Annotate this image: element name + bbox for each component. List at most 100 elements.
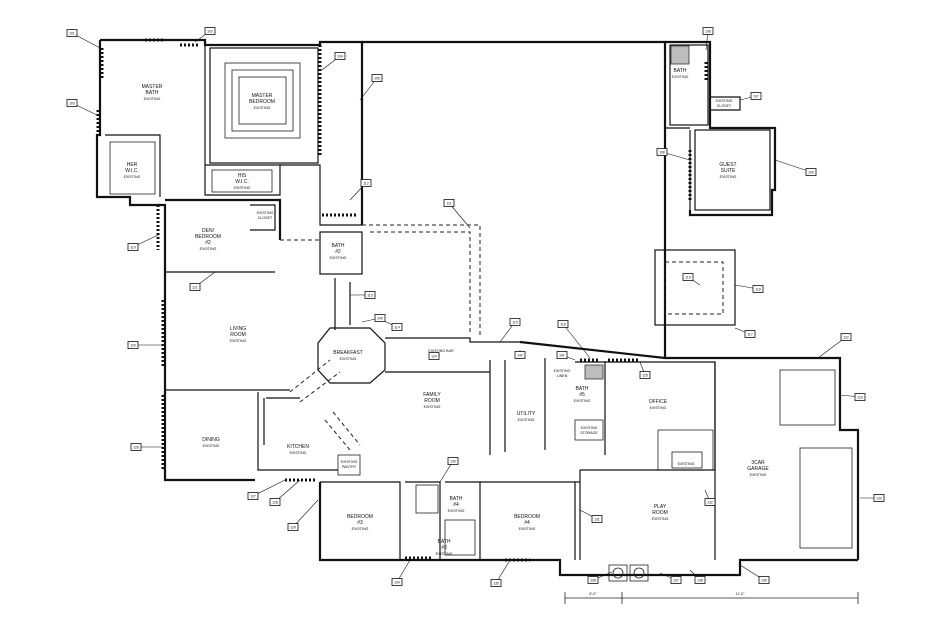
svg-text:MASTER: MASTER xyxy=(252,93,273,99)
callout-tag: 116 xyxy=(557,320,569,328)
svg-text:#5: #5 xyxy=(579,392,585,398)
svg-text:BEDROOM: BEDROOM xyxy=(514,514,540,520)
callout-tag: 132 xyxy=(704,498,716,506)
svg-text:BATH: BATH xyxy=(450,496,463,502)
svg-text:EXISTING: EXISTING xyxy=(650,406,667,410)
callout-tag: 124 xyxy=(428,352,440,360)
callout-tag-label: 116 xyxy=(560,322,566,326)
svg-text:OFFICE: OFFICE xyxy=(649,399,668,405)
svg-text:GARAGE: GARAGE xyxy=(747,466,769,472)
callout-tag-label: 118 xyxy=(755,287,761,291)
svg-text:EXISTING: EXISTING xyxy=(200,247,217,251)
callout-tag-label: 106 xyxy=(705,29,711,33)
callout-tag-label: 136 xyxy=(590,578,596,582)
svg-text:EXISTING: EXISTING xyxy=(124,175,141,179)
callout-tag-label: 101 xyxy=(69,31,75,35)
callout-tag-label: 124 xyxy=(431,354,437,358)
callout-tag: 141 xyxy=(556,351,568,359)
callout-tag-label: 113 xyxy=(367,293,373,297)
callout-tag: 127 xyxy=(247,492,259,500)
callout-tag-label: 141 xyxy=(559,353,565,357)
callout-tag: 108 xyxy=(656,148,668,156)
svg-text:3CAR: 3CAR xyxy=(751,460,765,466)
svg-text:CLOSET: CLOSET xyxy=(717,104,732,108)
label-existing-bar: EXISTING BAR xyxy=(428,349,454,353)
svg-text:EXISTING: EXISTING xyxy=(257,211,274,215)
callout-tag: 122 xyxy=(840,333,852,341)
callout-tag: 134 xyxy=(391,578,403,586)
callout-tag: 123 xyxy=(854,393,866,401)
callout-tag-label: 103 xyxy=(69,101,75,105)
callout-tag: 138 xyxy=(694,576,706,584)
callout-tag: 131 xyxy=(591,515,603,523)
callout-tag: 113 xyxy=(364,291,376,299)
svg-text:GUEST: GUEST xyxy=(719,162,736,168)
callout-leader xyxy=(562,323,591,359)
callout-tag-label: 131 xyxy=(594,517,600,521)
svg-text:#4: #4 xyxy=(524,520,530,526)
svg-text:DEN/: DEN/ xyxy=(202,228,215,234)
svg-text:BEDROOM: BEDROOM xyxy=(249,99,275,105)
svg-text:FAMILY: FAMILY xyxy=(423,392,441,398)
svg-text:PANTRY: PANTRY xyxy=(342,465,357,469)
callout-tag-label: 138 xyxy=(697,578,703,582)
svg-text:EXISTING: EXISTING xyxy=(581,426,598,430)
windows xyxy=(96,38,708,562)
callout-tag-label: 117 xyxy=(747,332,753,336)
callout-leader xyxy=(448,202,471,229)
svg-text:EXISTING: EXISTING xyxy=(254,106,271,110)
svg-text:MASTER: MASTER xyxy=(142,84,163,90)
callout-tag: 130 xyxy=(447,457,459,465)
svg-text:EXISTING: EXISTING xyxy=(352,527,369,531)
svg-text:DINING: DINING xyxy=(202,437,220,443)
callout-tag-label: 110 xyxy=(130,245,136,249)
svg-text:EXISTING: EXISTING xyxy=(554,369,571,373)
svg-text:EXISTING: EXISTING xyxy=(424,405,441,409)
callout-tag-label: 108 xyxy=(659,150,665,154)
label-existing-fixture: EXISTING xyxy=(678,462,695,466)
svg-text:W.I.C.: W.I.C. xyxy=(235,179,249,185)
svg-text:W.I.C.: W.I.C. xyxy=(125,168,139,174)
svg-text:EXISTING: EXISTING xyxy=(652,517,669,521)
callout-tag: 110 xyxy=(127,243,139,251)
callout-tag-label: 142 xyxy=(517,353,523,357)
dimension-line: 8'-0" 11'-0" xyxy=(564,592,859,604)
callout-tag: 140 xyxy=(374,314,386,322)
callout-tag: 137 xyxy=(670,576,682,584)
callout-tag-label: 135 xyxy=(493,581,499,585)
svg-text:EXISTING: EXISTING xyxy=(230,339,247,343)
svg-text:LIVING: LIVING xyxy=(230,326,247,332)
svg-text:CLOSET: CLOSET xyxy=(258,216,273,220)
svg-text:BREAKFAST: BREAKFAST xyxy=(333,350,362,356)
callout-tag-label: 121 xyxy=(192,285,198,289)
callout-leader xyxy=(774,159,812,173)
svg-text:BATH: BATH xyxy=(576,386,589,392)
callout-tag-label: 129 xyxy=(290,525,296,529)
dimension-right: 11'-0" xyxy=(736,592,746,596)
callout-tag-label: 114 xyxy=(394,325,400,329)
callout-tag: 114 xyxy=(391,323,403,331)
walls xyxy=(95,38,860,582)
svg-text:EXISTING: EXISTING xyxy=(672,75,689,79)
callout-tag: 128 xyxy=(269,498,281,506)
callout-tag: 129 xyxy=(287,523,299,531)
svg-text:EXISTING: EXISTING xyxy=(750,473,767,477)
callout-tag: 101 xyxy=(66,29,78,37)
